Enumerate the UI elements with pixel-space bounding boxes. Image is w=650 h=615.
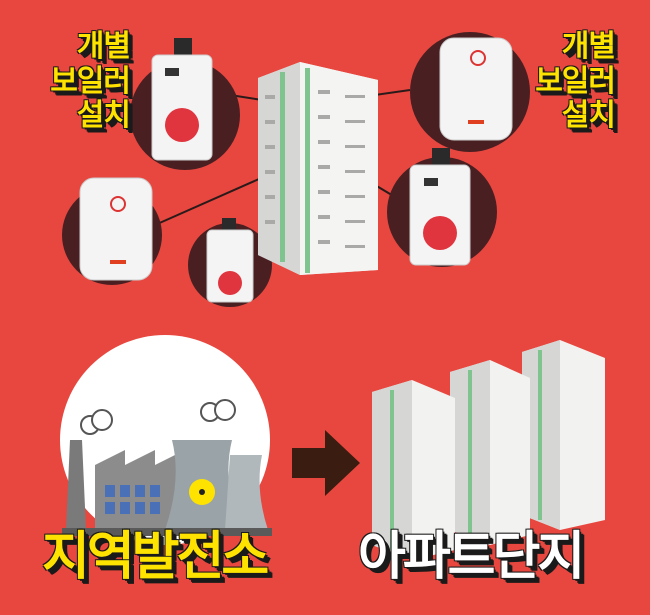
wall-boiler-icon [439, 37, 513, 141]
gas-boiler-icon [409, 148, 471, 266]
gas-boiler-icon [151, 38, 213, 161]
label-line: 보일러 [50, 63, 131, 99]
label-line: 개별 [76, 29, 131, 64]
label-line: 보일러 [535, 63, 616, 99]
gas-boiler-icon [206, 218, 254, 303]
wall-boiler-icon [79, 177, 153, 281]
power-plant-illustration [60, 335, 272, 545]
individual-boiler-label-right: 개별 보일러 설치 [535, 29, 616, 134]
district-power-plant-label: 지역발전소 [42, 527, 269, 587]
apartment-building-center [258, 62, 378, 275]
individual-boiler-label-left: 개별 보일러 설치 [50, 29, 131, 134]
label-line: 설치 [76, 98, 131, 133]
label-line: 개별 [561, 29, 616, 64]
apartment-complex-illustration [372, 340, 605, 560]
apartment-complex-label: 아파트단지 [358, 527, 585, 587]
label-line: 설치 [561, 98, 616, 133]
arrow-right-icon [292, 430, 360, 496]
